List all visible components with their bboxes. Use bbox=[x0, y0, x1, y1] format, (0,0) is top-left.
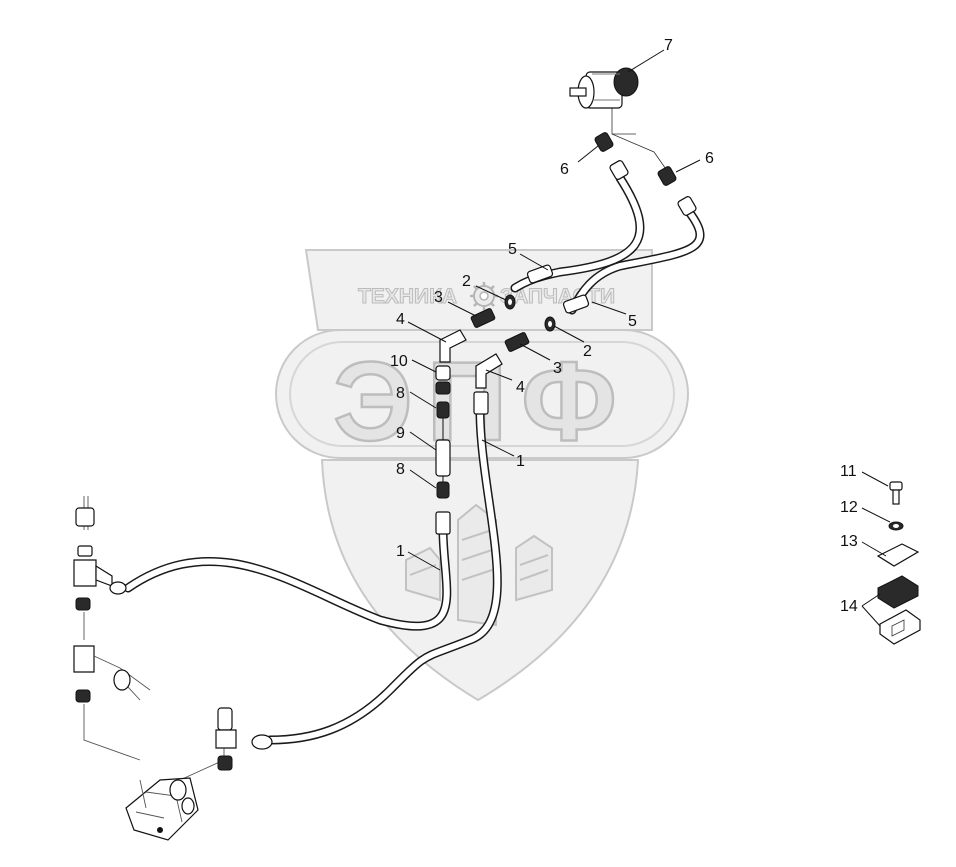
watermark-name-left: ТЕХНИКА bbox=[358, 285, 457, 308]
gear-icon bbox=[470, 282, 498, 310]
watermark-buildings bbox=[405, 503, 553, 627]
valve-block-left bbox=[73, 496, 273, 841]
callout-8-upper: 8 bbox=[396, 385, 405, 402]
pump-port-adapter-right bbox=[657, 166, 697, 216]
callout-2-upper: 2 bbox=[462, 273, 471, 290]
callout-5-upper: 5 bbox=[508, 241, 517, 258]
pump bbox=[569, 67, 669, 173]
callout-12: 12 bbox=[840, 499, 858, 516]
callout-3-upper: 3 bbox=[434, 289, 443, 306]
callout-10: 10 bbox=[390, 353, 408, 370]
clamp-assembly bbox=[876, 481, 921, 645]
callout-8-lower: 8 bbox=[396, 461, 405, 478]
callout-7: 7 bbox=[664, 37, 673, 54]
pump-port-adapter-left bbox=[594, 132, 629, 180]
callout-labels: 7 6 6 5 5 2 2 3 3 4 4 10 8 9 8 1 1 11 12… bbox=[390, 37, 858, 615]
callout-9: 9 bbox=[396, 425, 405, 442]
leader-lines bbox=[407, 49, 891, 627]
fitting-stack bbox=[435, 365, 489, 535]
callout-5-lower: 5 bbox=[628, 313, 637, 330]
callout-1-right: 1 bbox=[516, 453, 525, 470]
callout-11: 11 bbox=[840, 463, 857, 480]
callout-3-lower: 3 bbox=[553, 360, 562, 377]
callout-13: 13 bbox=[840, 533, 858, 550]
callout-6-left: 6 bbox=[560, 161, 569, 178]
callout-2-lower: 2 bbox=[583, 343, 592, 360]
callout-6-right: 6 bbox=[705, 150, 714, 167]
callout-1-left: 1 bbox=[396, 543, 405, 560]
callout-4-upper: 4 bbox=[396, 311, 405, 328]
seal-rings bbox=[504, 294, 556, 332]
adapters bbox=[470, 308, 530, 352]
callout-4-lower: 4 bbox=[516, 379, 525, 396]
callout-14: 14 bbox=[840, 598, 858, 615]
hoses bbox=[123, 173, 705, 745]
